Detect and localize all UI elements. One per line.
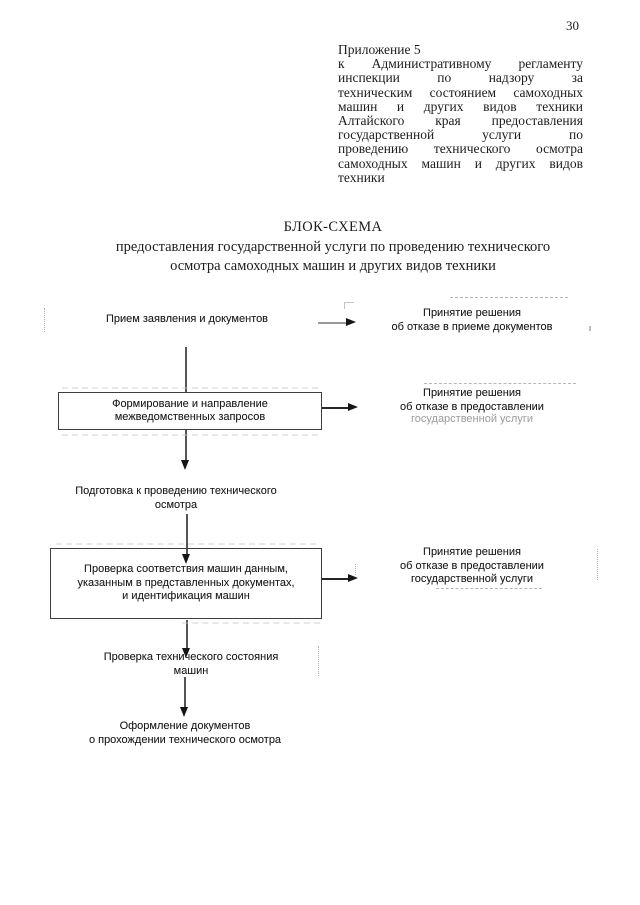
flow-connector [185, 430, 187, 461]
doc-title: БЛОК-СХЕМА предоставления государственно… [53, 218, 613, 277]
appendix-note-line: Алтайского края предоставления [338, 113, 583, 129]
doc-title-subtitle-line: осмотра самоходных машин и других видов … [170, 258, 496, 274]
arrowhead-right-icon [348, 574, 358, 582]
scan-artifact-ghost-edge [62, 434, 318, 436]
doc-title-heading: БЛОК-СХЕМА [283, 219, 383, 235]
arrow-shaft [322, 578, 349, 580]
flow-connector [185, 347, 187, 392]
appendix-note-line: Приложение 5 [338, 42, 421, 57]
appendix-note-line: государственной услуги по [338, 127, 583, 143]
doc-title-subtitle-line: предоставления государственной услуги по… [115, 238, 551, 255]
arrowhead-down-icon [181, 460, 189, 470]
flow-reject-documents: Принятие решения об отказе в приеме доку… [391, 307, 553, 333]
appendix-note-line: техническим состоянием самоходных [338, 84, 583, 100]
flow-reject-service-2: Принятие решения об отказе в предоставле… [400, 546, 544, 585]
scan-artifact-dotted-line [44, 308, 45, 332]
appendix-note-line: инспекции по надзору за [338, 70, 583, 86]
appendix-note-line: к Административному регламенту [338, 56, 583, 72]
scan-artifact-dotted-line [318, 646, 319, 676]
flow-box-label: Формирование и направление межведомствен… [112, 397, 268, 424]
arrowhead-right-icon [346, 318, 356, 326]
scan-artifact-ghost-edge [182, 622, 320, 624]
appendix-note-line: техники [338, 169, 385, 185]
appendix-note-line: машин и других видов техники [338, 98, 583, 114]
scan-artifact-dotted-line [597, 549, 598, 580]
arrowhead-down-icon [182, 648, 190, 658]
scan-artifact-dashes [424, 383, 576, 384]
flow-reject-service-faded-line: государственной услуги [411, 413, 533, 425]
flow-box-label: Проверка соответствия машин данным, указ… [77, 563, 295, 603]
arrow-shaft [318, 322, 347, 324]
appendix-note-line: проведению технического осмотра [338, 141, 583, 157]
flow-connector [186, 514, 188, 555]
scan-artifact-tick [589, 326, 591, 331]
arrowhead-down-icon [180, 707, 188, 717]
scan-artifact-ghost-edge [56, 543, 316, 545]
scan-artifact-corner [344, 302, 354, 309]
arrowhead-right-icon [348, 403, 358, 411]
scan-artifact-ghost-edge [62, 387, 318, 389]
flow-connector [184, 677, 186, 708]
appendix-note-line: самоходных машин и других видов [338, 155, 583, 171]
arrow-shaft [322, 407, 349, 409]
flow-step-tech-condition-check: Проверка технического состояния машин [103, 651, 279, 677]
arrowhead-down-icon [182, 554, 190, 564]
flow-step-paperwork: Оформление документов о прохождении техн… [88, 720, 282, 746]
flow-step-reception: Прием заявления и документов [105, 313, 269, 325]
flow-connector [186, 620, 188, 649]
flow-step-preparation: Подготовка к проведению технического осм… [75, 485, 277, 511]
scan-artifact-dashes [450, 297, 568, 298]
page-number: 30 [566, 18, 579, 33]
scan-artifact-dashes [436, 588, 542, 589]
appendix-note: Приложение 5 к Административному регламе… [338, 42, 583, 185]
flow-reject-service: Принятие решения об отказе в предоставле… [400, 387, 544, 413]
flow-box-interagency-requests: Формирование и направление межведомствен… [58, 392, 322, 430]
scan-artifact-dotted-line [355, 564, 356, 575]
flow-box-verification: Проверка соответствия машин данным, указ… [50, 548, 322, 619]
